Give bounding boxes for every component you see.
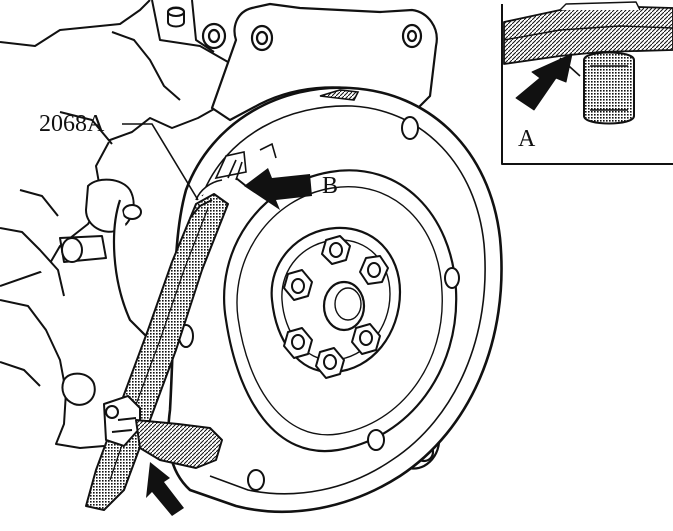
- inset-detail: [501, 1, 673, 165]
- locking-tool-icon: [85, 193, 229, 511]
- flywheel-bolts: [283, 235, 389, 379]
- leader-line: [122, 123, 199, 201]
- tool-label: 2068A: [39, 111, 105, 137]
- arrow-icon: [235, 168, 312, 210]
- arrow-icon: [146, 462, 184, 516]
- callout-b-label: B: [322, 173, 339, 199]
- flywheel-icon: [167, 86, 503, 514]
- callout-a-label: A: [518, 126, 536, 152]
- engine-block-icon: [0, 0, 231, 449]
